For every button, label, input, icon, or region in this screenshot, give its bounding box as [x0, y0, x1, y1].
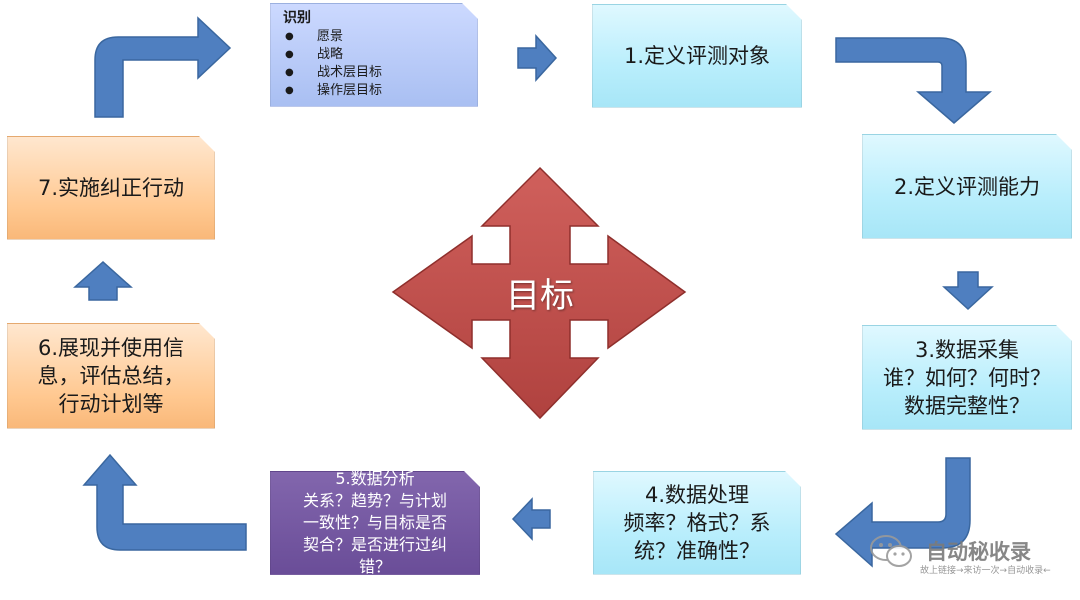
identify-item-operational-goals: 操作层目标	[283, 82, 382, 100]
step3-line3: 数据完整性？	[904, 393, 1030, 418]
step1-box: 1.定义评测对象	[592, 4, 802, 108]
watermark-subtitle: 故上链接→来访一次→自动收录←	[920, 566, 1051, 576]
step5-line3: 一致性？与目标是否	[302, 513, 447, 532]
center-four-way-arrow	[391, 166, 687, 420]
identify-item-vision: 愿景	[283, 28, 382, 46]
step1-label: 1.定义评测对象	[623, 44, 771, 68]
step4-line1: 4.数据处理	[644, 483, 750, 507]
step7-box: 7.实施纠正行动	[7, 136, 215, 240]
step5-line1: 5.数据分析	[335, 469, 415, 488]
identify-item-tactical-goals: 战术层目标	[283, 64, 382, 82]
arrow-step4-to-step5	[511, 497, 551, 541]
arrow-step5-to-step6	[82, 453, 247, 551]
step3-line2: 谁？如何？何时？	[883, 365, 1051, 390]
step2-box: 2.定义评测能力	[862, 134, 1072, 239]
watermark: 自动秘收录 故上链接→来访一次→自动收录←	[868, 530, 1068, 580]
arrow-step6-to-step7	[73, 260, 133, 301]
step4-box: 4.数据处理 频率？格式？系 统？准确性？	[593, 471, 801, 575]
identify-list: 愿景 战略 战术层目标 操作层目标	[283, 28, 382, 100]
step4-line3: 统？准确性？	[634, 539, 760, 563]
center-goal-label: 目标	[506, 276, 574, 316]
step7-label: 7.实施纠正行动	[37, 176, 185, 200]
arrow-step2-to-step3	[942, 271, 994, 311]
step2-label: 2.定义评测能力	[893, 174, 1041, 199]
step6-line2: 息，评估总结，	[37, 364, 185, 388]
step6-box: 6.展现并使用信 息，评估总结， 行动计划等	[7, 323, 215, 429]
step5-line5: 错？	[358, 557, 391, 576]
wechat-icon	[870, 535, 912, 567]
step6-line3: 行动计划等	[58, 392, 164, 416]
arrow-identify-to-step1	[517, 34, 558, 82]
identify-title: 识别	[283, 10, 311, 26]
arrow-step1-to-step2	[835, 37, 993, 124]
identify-item-strategy: 战略	[283, 46, 382, 64]
identify-box: 识别 愿景 战略 战术层目标 操作层目标	[270, 3, 478, 107]
step5-line2: 关系？趋势？与计划	[302, 491, 447, 510]
step3-line1: 3.数据采集	[914, 337, 1020, 362]
step4-line2: 频率？格式？系	[623, 511, 771, 535]
arrow-loop-to-identify	[94, 16, 232, 118]
step3-box: 3.数据采集 谁？如何？何时？ 数据完整性？	[862, 325, 1072, 430]
step5-box: 5.数据分析 关系？趋势？与计划 一致性？与目标是否 契合？是否进行过纠 错？	[270, 471, 480, 575]
arrow-step3-to-step4	[834, 457, 971, 568]
watermark-title: 自动秘收录	[926, 540, 1031, 564]
step6-line1: 6.展现并使用信	[37, 336, 185, 360]
step5-line4: 契合？是否进行过纠	[302, 535, 447, 554]
